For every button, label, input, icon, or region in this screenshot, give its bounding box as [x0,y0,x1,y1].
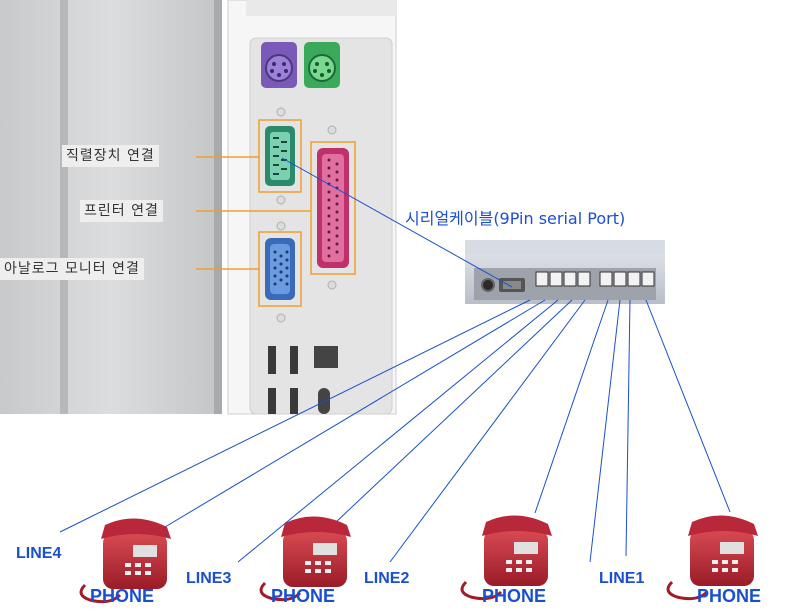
phone-switch-box [465,240,665,304]
vga-port [258,231,302,307]
line3-label: LINE3 [186,570,232,587]
panel-screws [276,107,337,323]
phone-icon [666,515,758,601]
line1-label: LINE1 [599,570,645,587]
phone-line-wires [59,299,731,563]
ps2-mouse-port [261,42,297,88]
printer-port [310,141,356,275]
line2-label: LINE2 [364,570,410,587]
phone-icon [460,515,552,601]
ps2-keyboard-port [304,42,340,88]
lower-panel-slots [268,346,338,414]
phone-icon [259,516,351,602]
printer-callout: 프린터 연결 [80,200,163,222]
line4-label: LINE4 [16,545,62,562]
serial-port [258,119,302,193]
serial-cable-label: 시리얼케이블(9Pin serial Port) [405,209,626,228]
serial-device-callout: 직렬장치 연결 [62,145,159,167]
phone-label: PHONE [482,586,547,606]
phone-label: PHONE [697,586,762,606]
callout-leaders [196,156,311,270]
analog-monitor-callout: 아날로그 모니터 연결 [0,258,144,280]
phone-label: PHONE [271,586,336,606]
phone-icon [79,518,171,604]
serial-cable-wire [281,157,513,288]
phone-label: PHONE [90,586,155,606]
